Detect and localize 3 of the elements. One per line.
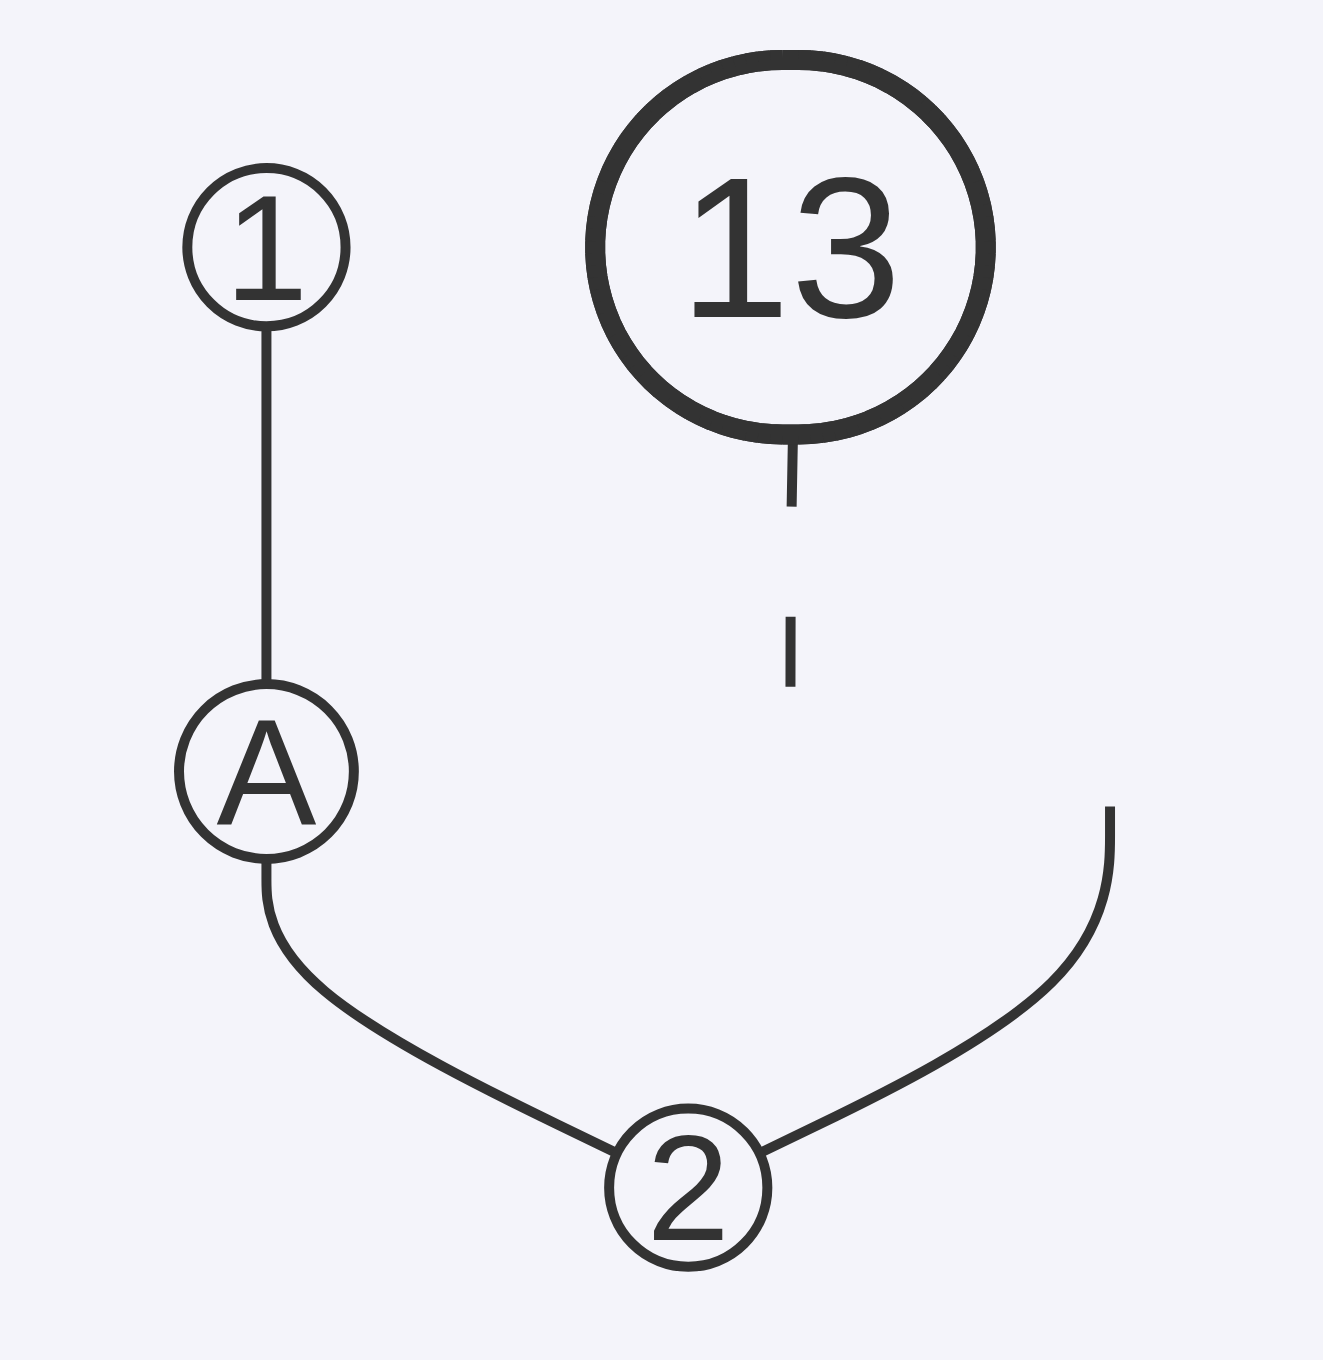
node-circle: A [173, 679, 359, 864]
node-circle: 2 [603, 1103, 772, 1272]
node-circle: 1 [181, 163, 351, 332]
